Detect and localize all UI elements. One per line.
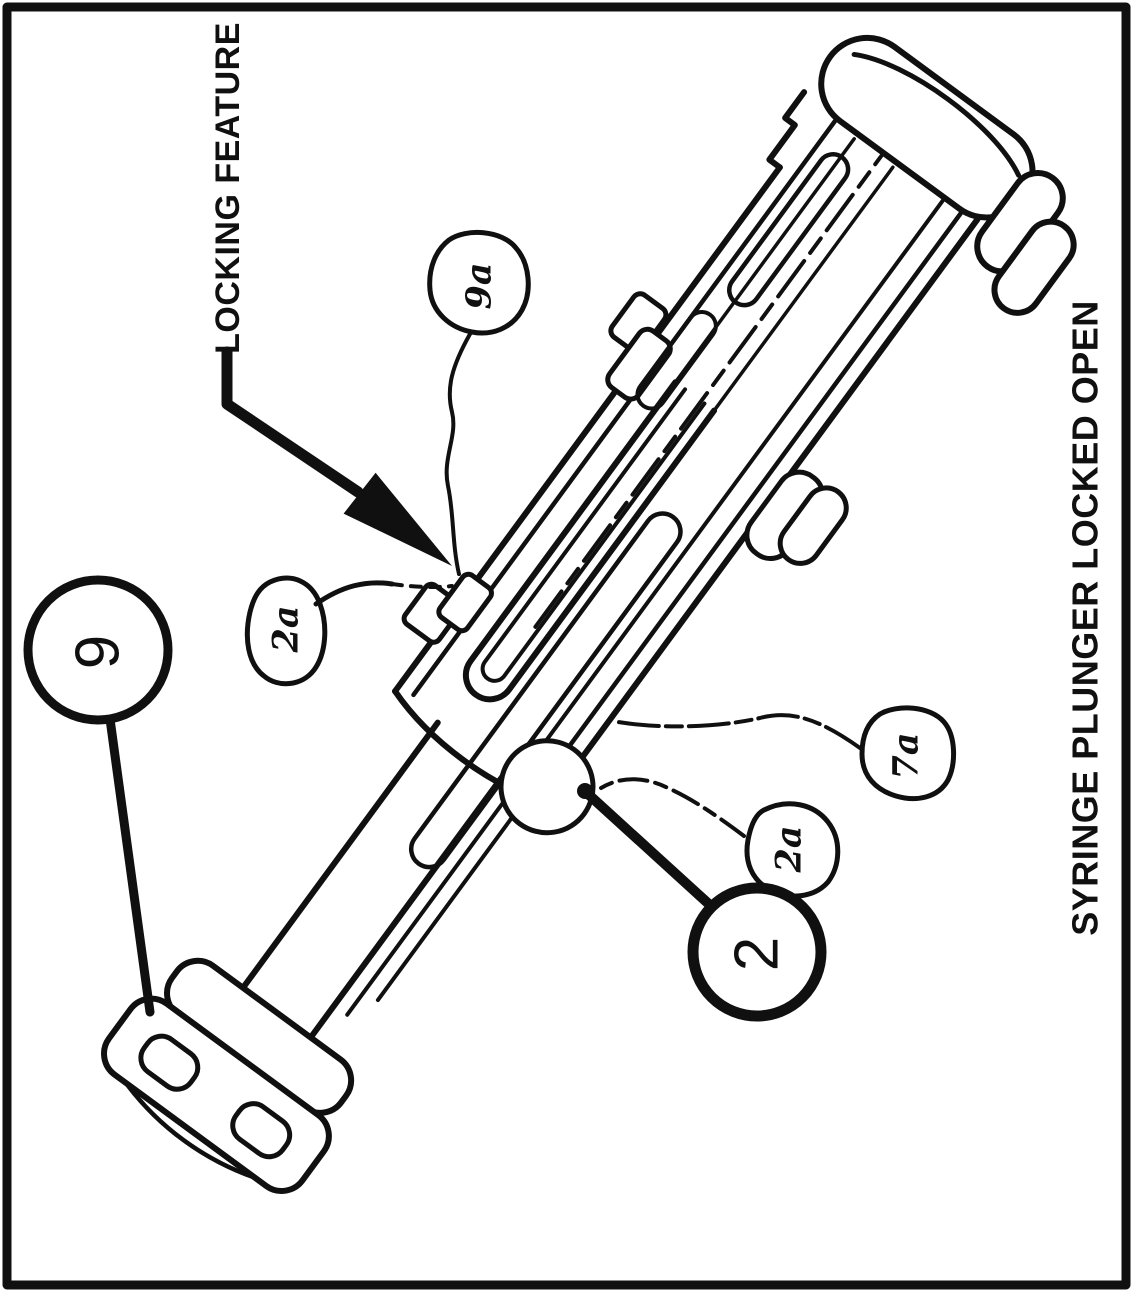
inner-rod (408, 511, 683, 870)
part-2-leader-dot (577, 783, 593, 799)
note-7a-leader (616, 713, 862, 750)
part-2-number: 2 (723, 937, 792, 971)
locking-slot (462, 379, 718, 703)
thumb-pad-curvature (123, 1080, 258, 1180)
locking-tab-inner (436, 571, 494, 634)
callout-part-9: 9 (23, 575, 173, 1017)
locking-feature-leader (221, 346, 364, 498)
barrel-step-profile (766, 89, 808, 171)
part-9-leader (105, 714, 155, 1017)
locking-feature-arrowhead-icon (343, 472, 452, 566)
thumb-pad-slot-2 (230, 1101, 293, 1160)
plunger-hub-disc (498, 738, 596, 836)
note-7a-text: 7a (886, 732, 927, 779)
locking-slot-outer (462, 379, 718, 703)
barrel-interior-line (522, 198, 945, 773)
rod-fin-line-2 (375, 786, 536, 1003)
callout-note-7a: 7a (616, 705, 957, 802)
callout-note-9a: 9a (427, 229, 531, 576)
guide-lug-window (635, 309, 718, 411)
note-2a-lower-cloud (744, 801, 841, 899)
note-2a-upper-leader-dashed (390, 582, 454, 590)
barrel-inner-lower (536, 208, 965, 790)
note-9a-cloud (427, 229, 531, 336)
locking-feature-label: LOCKING FEATURE (209, 22, 247, 354)
locking-tab (401, 571, 494, 645)
retainer-lobes (744, 469, 849, 566)
rod-edge-upper (237, 719, 441, 994)
seen-through-rod-line (533, 153, 884, 629)
guide-lug (605, 291, 718, 411)
callout-note-2a-lower: 2a (596, 777, 841, 899)
note-2a-upper-leader (313, 580, 395, 607)
syringe-drawing (101, 34, 1077, 1194)
guide-lug-base (605, 326, 673, 402)
plunger-rod (237, 511, 683, 1044)
note-2a-lower-text: 2a (769, 825, 810, 873)
callout-note-2a-upper: 2a (244, 575, 454, 687)
part-9-number: 9 (64, 635, 133, 669)
figure-caption: SYRINGE PLUNGER LOCKED OPEN (1065, 300, 1106, 936)
inner-sleeve-window (727, 152, 851, 308)
note-2a-upper-cloud (244, 575, 328, 687)
locking-slot-inner (480, 387, 707, 683)
retainer-lobe-2 (777, 485, 849, 566)
barrel (392, 89, 981, 807)
part-2-leader (583, 789, 716, 911)
note-2a-upper-text: 2a (266, 605, 307, 653)
note-2a-lower-leader (596, 777, 746, 838)
part-2-balloon (687, 882, 827, 1022)
note-7a-cloud (859, 705, 957, 802)
thumb-pad (101, 957, 355, 1194)
end-cap-lobe-2 (991, 218, 1077, 316)
thumb-pad-front-plate (101, 995, 332, 1194)
thumb-pad-slot-1 (138, 1033, 201, 1092)
note-9a-text: 9a (459, 262, 500, 309)
slot-arm-extension-lower (712, 165, 895, 413)
note-9a-leader (444, 332, 472, 576)
rod-fin-line (345, 780, 520, 1017)
end-cap (818, 34, 1077, 316)
end-cap-rim (851, 51, 1022, 178)
callout-part-2: 2 (577, 783, 827, 1022)
part-9-balloon (23, 575, 173, 725)
